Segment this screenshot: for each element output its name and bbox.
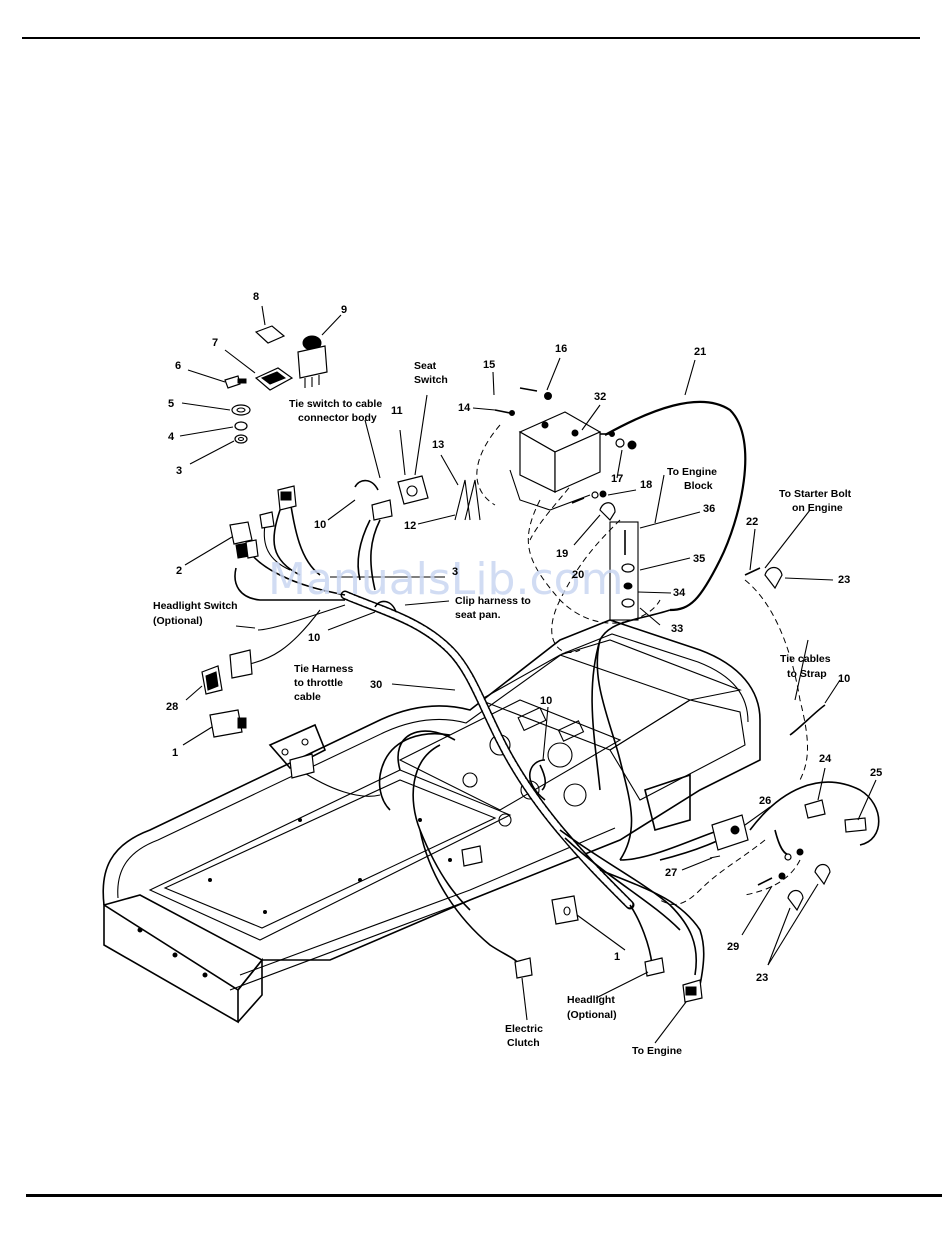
main-harness bbox=[234, 499, 705, 986]
callout-14: 14 bbox=[458, 402, 471, 414]
callout-22: 22 bbox=[746, 516, 758, 528]
callout-11: 11 bbox=[391, 405, 403, 417]
callout-19: 19 bbox=[556, 548, 568, 560]
callout-15: 15 bbox=[483, 359, 495, 371]
callout-10-a: 10 bbox=[314, 519, 326, 531]
callout-13: 13 bbox=[432, 439, 444, 451]
callout-4: 4 bbox=[168, 431, 175, 443]
callout-36: 36 bbox=[703, 503, 715, 515]
callout-25: 25 bbox=[870, 767, 882, 779]
callout-7: 7 bbox=[212, 337, 218, 349]
callout-35: 35 bbox=[693, 553, 705, 565]
callout-1: 1 bbox=[172, 747, 178, 759]
callout-10-c: 10 bbox=[838, 673, 850, 685]
bottom-rule bbox=[26, 1194, 942, 1197]
callout-9: 9 bbox=[341, 304, 347, 316]
leaders bbox=[179, 305, 877, 1044]
callout-34: 34 bbox=[673, 587, 686, 599]
callout-32: 32 bbox=[594, 391, 606, 403]
callout-28: 28 bbox=[166, 701, 178, 713]
callout-6: 6 bbox=[175, 360, 181, 372]
callout-18: 18 bbox=[640, 479, 652, 491]
callout-33: 33 bbox=[671, 623, 683, 635]
callout-17: 17 bbox=[611, 473, 623, 485]
callout-21: 21 bbox=[694, 346, 706, 358]
callout-20: 20 bbox=[572, 569, 584, 581]
callout-8: 8 bbox=[253, 291, 259, 303]
callout-5: 5 bbox=[168, 398, 174, 410]
callout-10-b: 10 bbox=[308, 632, 320, 644]
note-headlight: Headlight(Optional) bbox=[567, 994, 617, 1021]
callouts: 8 9 7 6 5 4 3 2 3 28 1 10 10 11 13 12 15… bbox=[166, 291, 882, 984]
callout-2: 2 bbox=[176, 565, 182, 577]
parts bbox=[201, 325, 867, 1003]
callout-27: 27 bbox=[665, 867, 677, 879]
callout-3-b: 3 bbox=[452, 566, 458, 578]
watermark: ManualsLib.com bbox=[268, 554, 623, 605]
callout-16: 16 bbox=[555, 343, 567, 355]
callout-30: 30 bbox=[370, 679, 382, 691]
callout-24: 24 bbox=[819, 753, 832, 765]
callout-26: 26 bbox=[759, 795, 771, 807]
callout-10-d: 10 bbox=[540, 695, 552, 707]
callout-3: 3 bbox=[176, 465, 182, 477]
callout-23: 23 bbox=[838, 574, 850, 586]
callout-23-b: 23 bbox=[756, 972, 768, 984]
note-headlight-switch: Headlight Switch(Optional) bbox=[153, 600, 238, 627]
callout-29: 29 bbox=[727, 941, 739, 953]
top-rule bbox=[22, 37, 920, 39]
leader-dashes bbox=[476, 424, 808, 905]
frame bbox=[102, 619, 761, 1024]
callout-12: 12 bbox=[404, 520, 416, 532]
callout-1-b: 1 bbox=[614, 951, 620, 963]
note-to-engine: To Engine bbox=[632, 1045, 682, 1057]
